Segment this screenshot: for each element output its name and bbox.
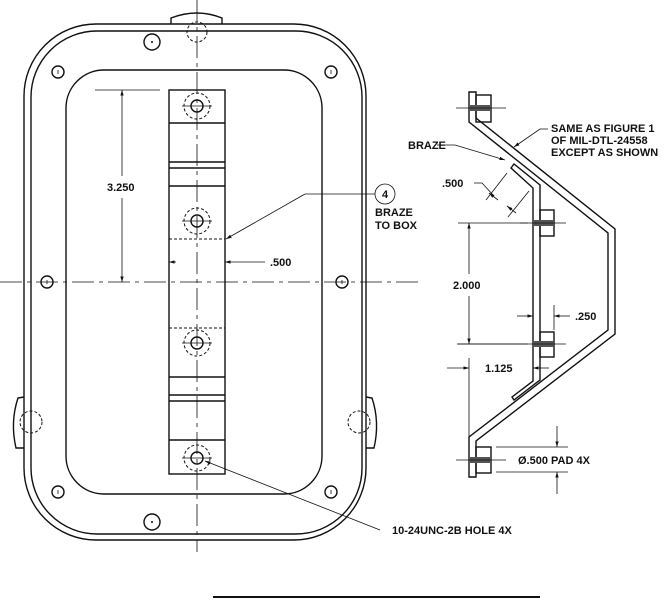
bracket-profile [510,162,541,402]
braze-balloon: 4 BRAZE TO BOX [225,183,418,240]
dim-500-width: .500 [169,257,291,269]
balloon-note-line2: TO BOX [375,220,418,232]
balloon-note-line1: BRAZE [375,207,413,219]
hole-note-label: 10-24UNC-2B HOLE 4X [392,525,512,537]
right-lug [365,396,378,449]
pad-note-label: Ø.500 PAD 4X [518,455,591,467]
dim-250: .250 [517,305,596,330]
front-view: 3.250 .500 4 BRAZE TO BOX 10-24UNC-2B HO… [0,0,512,552]
left-lug [12,396,25,449]
hole-note: 10-24UNC-2B HOLE 4X [204,460,512,537]
dim-2000: 2.000 [453,222,528,345]
dim-pad: Ø.500 PAD 4X [496,426,591,494]
dim-500-label: .500 [442,178,463,190]
dim-500-side: .500 [442,172,530,218]
dim-3250: 3.250 [95,89,160,282]
note-line2: OF MIL-DTL-24558 [551,135,648,147]
box-flange-edge [30,30,363,535]
side-view: SAME AS FIGURE 1 OF MIL-DTL-24558 EXCEPT… [408,91,658,494]
dim-height-label: 3.250 [107,182,135,194]
dim-width-label: .500 [270,257,291,269]
note-line3: EXCEPT AS SHOWN [551,147,658,159]
dim-1125-label: 1.125 [485,363,513,375]
dim-250-label: .250 [575,311,596,323]
balloon-number: 4 [382,189,389,201]
braze-note: BRAZE [408,140,506,161]
dim-2000-label: 2.000 [453,280,481,292]
same-as-note: SAME AS FIGURE 1 OF MIL-DTL-24558 EXCEPT… [513,123,658,159]
note-line1: SAME AS FIGURE 1 [551,123,655,135]
braze-label: BRAZE [408,140,446,152]
dim-1125: 1.125 [447,358,549,440]
right-lug-hole [347,410,371,434]
